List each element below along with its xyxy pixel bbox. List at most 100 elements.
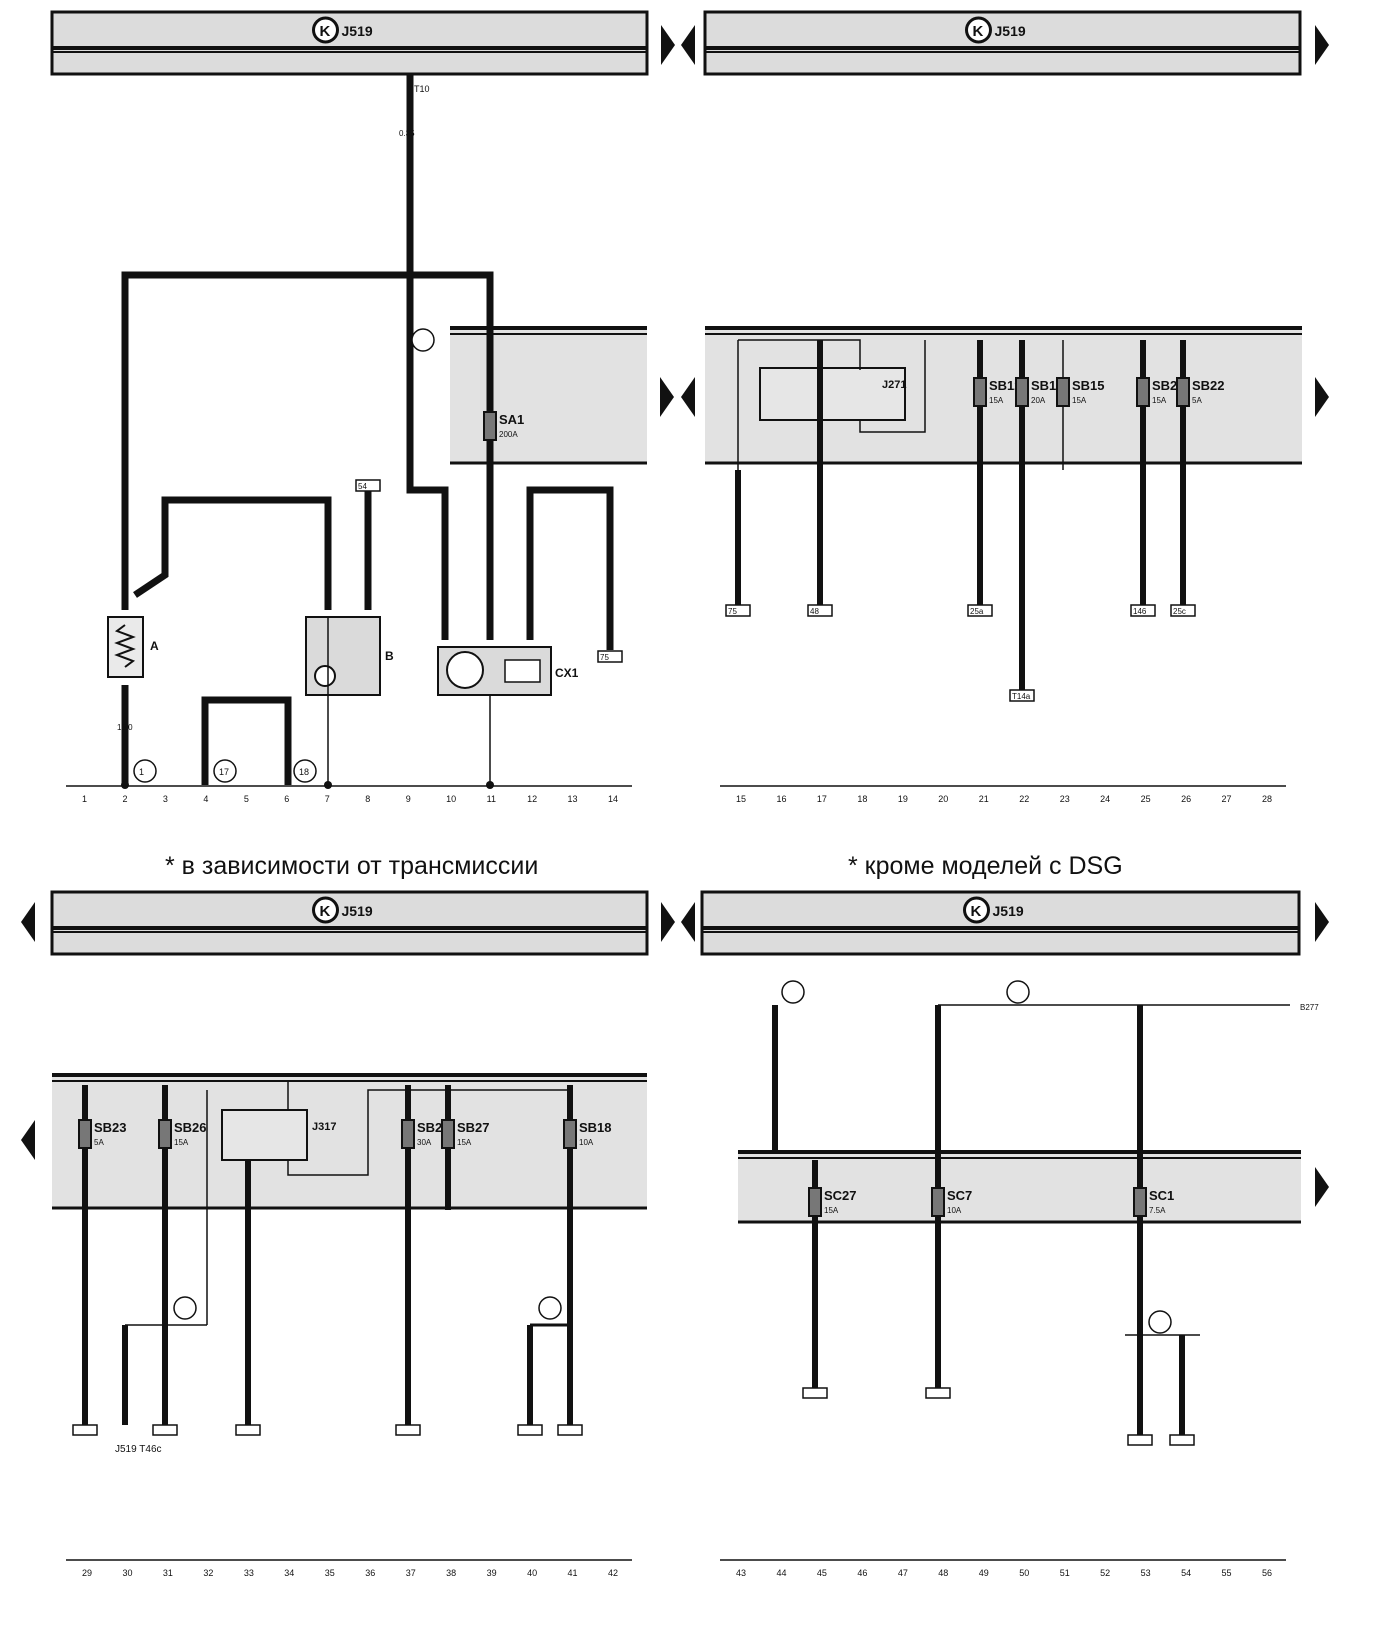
terminal-146 (1130, 604, 1156, 617)
track-number-top-right: 21 (979, 794, 989, 804)
track-number-top-right: 15 (736, 794, 746, 804)
marker-label: 1 (139, 767, 144, 777)
fuse-sb27-icon (441, 1119, 455, 1149)
track-number-top-right: 24 (1100, 794, 1110, 804)
arrow-right-icon (1315, 902, 1329, 942)
fuse-sb21-icon (1136, 377, 1150, 407)
fuse-sc1-icon (1133, 1187, 1147, 1217)
track-number-top-left: 12 (527, 794, 537, 804)
terminal-box (517, 1424, 543, 1436)
relay-label: J271 (882, 379, 906, 391)
track-number-top-right: 16 (776, 794, 786, 804)
header-top-right (703, 10, 1302, 76)
connection-marker-icon (781, 980, 805, 1004)
caption-transmission-note: * в зависимости от трансмиссии (165, 852, 539, 880)
fuse-name: SB18 (579, 1120, 612, 1135)
track-number-top-left: 4 (203, 794, 208, 804)
terminal-box (802, 1387, 828, 1399)
connection-marker-icon (1006, 980, 1030, 1004)
track-number-bottom-left: 36 (365, 1568, 375, 1578)
fuse-box-sa (450, 328, 647, 463)
fuse-name: SB12 (989, 378, 1022, 393)
relay-j317-icon (221, 1109, 308, 1161)
fuse-sb15-icon (1056, 377, 1070, 407)
connection-marker-icon (411, 328, 435, 352)
terminal-label: 75 (728, 607, 737, 616)
motor-symbol-icon (314, 665, 336, 687)
wire-gnrt (406, 74, 449, 640)
track-number-bottom-left: 29 (82, 1568, 92, 1578)
fuse-rating: 15A (174, 1138, 189, 1147)
control-unit-badge-icon (312, 16, 339, 44)
component-cx1-label: CX1 (555, 666, 579, 680)
terminal-box (395, 1424, 421, 1436)
fuse-name: SB26 (174, 1120, 207, 1135)
track-number-bottom-left: 37 (406, 1568, 416, 1578)
track-number-top-right: 27 (1222, 794, 1232, 804)
relay-label: J317 (312, 1121, 336, 1133)
track-number-bottom-left: 42 (608, 1568, 618, 1578)
fuse-sc7-icon (931, 1187, 945, 1217)
component-a-label: A (150, 639, 159, 653)
terminal-label: T14a (1012, 692, 1031, 701)
junction-dot (324, 781, 332, 789)
fuse-sb12-icon (973, 377, 987, 407)
track-number-bottom-right: 46 (857, 1568, 867, 1578)
terminal-label: 48 (810, 607, 819, 616)
track-number-bottom-left: 33 (244, 1568, 254, 1578)
component-b-label: B (385, 649, 394, 663)
fuse-name: SC27 (824, 1188, 857, 1203)
track-number-top-right: 19 (898, 794, 908, 804)
badge-letter: K (973, 23, 984, 40)
fuse-rating: 15A (1152, 396, 1167, 405)
control-unit-badge-icon (312, 896, 339, 924)
track-number-bottom-right: 47 (898, 1568, 908, 1578)
track-number-top-left: 7 (325, 794, 330, 804)
track-number-bottom-left: 38 (446, 1568, 456, 1578)
arrow-left-icon (21, 1120, 35, 1160)
badge-letter: K (320, 23, 331, 40)
header-bar (703, 10, 1302, 76)
track-number-bottom-right: 50 (1019, 1568, 1029, 1578)
fuse-name: SB22 (1192, 378, 1225, 393)
connection-marker-icon (538, 1296, 562, 1320)
track-number-top-left: 1 (82, 794, 87, 804)
fuse-sb14-icon (1015, 377, 1029, 407)
fuse-rating: 15A (457, 1138, 472, 1147)
track-number-bottom-right: 43 (736, 1568, 746, 1578)
track-number-bottom-right: 49 (979, 1568, 989, 1578)
track-number-bottom-left: 30 (122, 1568, 132, 1578)
fuse-name: SC7 (947, 1188, 972, 1203)
fuse-sb28-icon (401, 1119, 415, 1149)
control-unit-badge-icon (965, 16, 992, 44)
track-number-bottom-left: 34 (284, 1568, 294, 1578)
track-number-top-left: 3 (163, 794, 168, 804)
regulator-icon (504, 659, 541, 683)
terminal-label: 146 (1133, 607, 1147, 616)
connector-label: T10 (414, 84, 430, 94)
terminal-box (152, 1424, 178, 1436)
relay-j271-icon (759, 367, 906, 421)
track-number-top-right: 25 (1141, 794, 1151, 804)
control-unit-name: J519 (993, 903, 1024, 919)
fuse-name: SA1 (499, 412, 524, 427)
wire-dfm (526, 486, 614, 650)
terminal-75 (597, 650, 623, 663)
track-number-bottom-right: 54 (1181, 1568, 1191, 1578)
track-number-top-right: 20 (938, 794, 948, 804)
marker-label: 18 (299, 767, 309, 777)
header-bar (50, 890, 649, 956)
arrow-right-icon (661, 902, 675, 942)
terminal-75-tr (725, 604, 751, 617)
fuse-rating: 5A (1192, 396, 1202, 405)
terminal-t14a (1009, 689, 1035, 702)
terminal-label: 75 (600, 653, 609, 662)
track-number-top-left: 11 (487, 794, 496, 804)
arrow-left-icon (21, 902, 35, 942)
fuse-rating: 7.5A (1149, 1206, 1166, 1215)
header-bottom-left (50, 890, 649, 956)
track-number-bottom-left: 32 (203, 1568, 213, 1578)
terminal-box (557, 1424, 583, 1436)
track-number-bottom-right: 44 (776, 1568, 786, 1578)
